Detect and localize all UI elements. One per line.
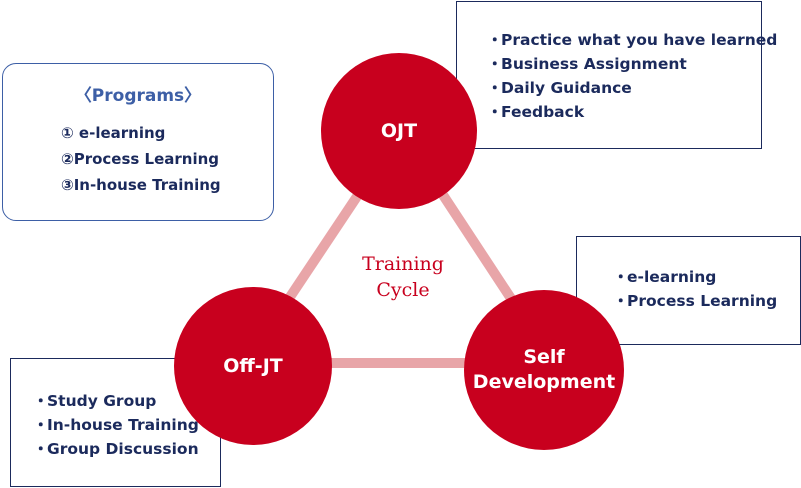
list-item: ・In-house Training — [33, 413, 199, 437]
list-item: ・Group Discussion — [33, 437, 199, 461]
bullet: ・ — [487, 79, 503, 97]
bullet: ・ — [487, 103, 503, 121]
off-jt-details-list: ・Study Group ・In-house Training ・Group D… — [33, 389, 199, 461]
ojt-node: OJT — [321, 53, 477, 209]
list-item: ・Daily Guidance — [487, 76, 777, 100]
bullet: ・ — [487, 31, 503, 49]
training-cycle-label: Training Cycle — [362, 253, 444, 301]
off-jt-node-label: Off-JT — [223, 355, 283, 377]
list-item-text: Study Group — [47, 392, 157, 410]
connector-ojt-offjt — [283, 192, 363, 303]
self-development-node: Self Development — [464, 290, 624, 450]
bullet: ・ — [613, 268, 629, 286]
programs-panel: 〈Programs〉 ① e-learning ②Process Learnin… — [2, 63, 274, 221]
programs-item: ②Process Learning — [61, 150, 220, 168]
ojt-details-box: ・Practice what you have learned ・Busines… — [456, 1, 777, 149]
list-item-text: Daily Guidance — [501, 79, 632, 97]
list-item: ・Study Group — [33, 389, 199, 413]
programs-title: 〈Programs〉 — [74, 86, 202, 106]
bullet: ・ — [487, 55, 503, 73]
connector-ojt-self — [438, 192, 517, 303]
self-development-details-list: ・e-learning ・Process Learning — [613, 265, 777, 313]
ojt-node-label: OJT — [380, 120, 418, 142]
list-item: ・Business Assignment — [487, 52, 777, 76]
list-item-text: Group Discussion — [47, 440, 199, 458]
off-jt-node: Off-JT — [174, 287, 332, 445]
programs-list: ① e-learning ②Process Learning ③In-house… — [61, 120, 221, 198]
list-item: ・Practice what you have learned — [487, 28, 777, 52]
programs-item: ① e-learning — [61, 124, 166, 142]
ojt-details-list: ・Practice what you have learned ・Busines… — [487, 28, 777, 124]
list-item-text: Feedback — [501, 103, 585, 121]
self-development-details-box: ・e-learning ・Process Learning — [576, 236, 801, 345]
bullet: ・ — [33, 392, 49, 410]
list-item-text: Practice what you have learned — [501, 31, 778, 49]
bullet: ・ — [33, 416, 49, 434]
bullet: ・ — [33, 440, 49, 458]
bullet: ・ — [613, 292, 629, 310]
list-item-text: In-house Training — [47, 416, 199, 434]
list-item-text: Business Assignment — [501, 55, 687, 73]
list-item: ・Feedback — [487, 100, 777, 124]
self-development-node-label: Self Development — [472, 346, 616, 393]
list-item-text: Process Learning — [627, 292, 778, 310]
list-item-text: e-learning — [627, 268, 717, 286]
list-item: ・e-learning — [613, 265, 777, 289]
list-item: ・Process Learning — [613, 289, 777, 313]
programs-item: ③In-house Training — [61, 176, 221, 194]
